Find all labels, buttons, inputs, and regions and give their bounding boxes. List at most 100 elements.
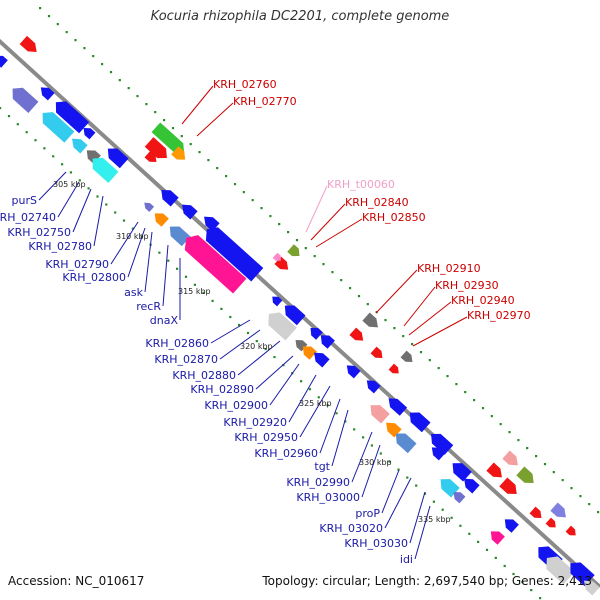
grid-dot	[202, 291, 205, 294]
grid-dot	[326, 404, 329, 407]
grid-dot	[163, 119, 166, 122]
accession-text: Accession: NC_010617	[8, 574, 145, 588]
reverse-gene-label: KRH_02860	[145, 337, 209, 350]
leader-line	[409, 491, 426, 544]
grid-dot	[579, 495, 582, 498]
grid-dot	[47, 15, 51, 18]
reverse-gene-arrow	[0, 55, 8, 68]
grid-dot	[561, 479, 564, 482]
grid-dot	[225, 175, 228, 178]
reverse-gene-arrow	[452, 463, 472, 482]
forward-gene-arrow	[19, 35, 37, 53]
grid-dot	[96, 195, 99, 198]
grid-dot	[419, 351, 423, 354]
grid-dot	[180, 135, 183, 138]
grid-dot	[278, 223, 281, 226]
grid-dot	[388, 460, 391, 463]
label-leader-lines	[38, 85, 468, 560]
grid-dot	[16, 123, 19, 126]
leader-line	[57, 181, 80, 218]
grid-dot	[304, 247, 307, 250]
grid-dot	[539, 597, 542, 600]
reverse-gene-arrow	[431, 433, 454, 455]
forward-gene-label: KRH_02770	[233, 95, 297, 108]
leader-line	[299, 385, 331, 438]
grid-dot	[56, 23, 59, 26]
grid-dot	[260, 207, 263, 210]
grid-dot	[43, 147, 46, 150]
grid-dot	[220, 307, 223, 310]
grid-dot	[39, 7, 42, 10]
grid-dot	[300, 380, 303, 383]
grid-dot	[543, 463, 547, 466]
grid-dot	[370, 444, 373, 447]
reverse-gene-label: recR	[136, 300, 161, 313]
forward-gene-arrow	[388, 363, 399, 374]
forward-gene-label: KRH_02840	[345, 196, 409, 209]
grid-dot	[295, 239, 299, 242]
reverse-gene-arrow	[320, 335, 335, 349]
reverse-gene-arrow	[570, 562, 595, 587]
reverse-gene-arrow	[83, 127, 96, 140]
forward-gene-arrow	[550, 502, 566, 518]
gene-features	[0, 35, 600, 596]
leader-line	[110, 221, 139, 265]
grid-dot	[238, 323, 241, 327]
reverse-gene-arrow	[490, 531, 505, 545]
reverse-gene-label: KRH_02780	[28, 240, 92, 253]
grid-dot	[331, 271, 334, 274]
grid-dot	[313, 255, 316, 258]
grid-dot	[198, 151, 201, 154]
leader-line	[196, 102, 234, 137]
reverse-gene-arrow	[295, 339, 308, 352]
grid-dot	[597, 511, 600, 514]
grid-dot	[521, 580, 524, 584]
grid-dot	[473, 399, 476, 402]
reverse-gene-label: KRH_02920	[223, 416, 287, 429]
grid-dot	[193, 283, 196, 286]
reverse-gene-label: KRH_02900	[204, 399, 268, 412]
reverse-gene-arrow	[386, 422, 402, 438]
reverse-gene-arrow	[584, 580, 600, 596]
grid-dot	[154, 111, 157, 114]
reverse-gene-arrow	[144, 202, 155, 212]
leader-line	[219, 329, 261, 360]
reverse-gene-label: KRH_02880	[172, 369, 236, 382]
grid-dot	[211, 299, 214, 302]
grid-dot	[499, 423, 502, 426]
scale-label: 305 kbp	[53, 180, 86, 189]
reverse-gene-arrow	[302, 346, 317, 360]
genome-summary-text: Topology: circular; Length: 2,697,540 bp…	[262, 574, 592, 588]
forward-gene-label: KRH_02910	[417, 262, 481, 275]
forward-gene-arrow	[565, 525, 576, 536]
grid-dot	[101, 63, 104, 66]
grid-dot	[357, 295, 361, 298]
grid-dot	[512, 572, 515, 576]
grid-dot	[384, 319, 387, 322]
grid-dot	[485, 548, 489, 551]
grid-dot	[118, 79, 121, 82]
reverse-gene-label: KRH_02750	[7, 226, 71, 239]
scale-label: 330 kbp	[359, 458, 392, 467]
scale-label: 335 kbp	[418, 515, 451, 524]
grid-dot	[131, 227, 134, 230]
reverse-gene-arrow	[464, 478, 480, 494]
grid-dot	[517, 439, 520, 442]
forward-gene-arrow	[151, 122, 185, 153]
reverse-gene-arrow	[546, 556, 575, 585]
grid-dot	[145, 103, 148, 106]
reverse-gene-arrow	[310, 327, 323, 340]
grid-dot	[437, 367, 440, 370]
leader-line	[351, 431, 373, 483]
forward-gene-arrow	[529, 506, 542, 519]
grid-dot	[69, 171, 72, 174]
grid-dot	[136, 95, 139, 98]
leader-line	[412, 316, 468, 347]
forward-gene-arrow	[502, 450, 518, 466]
reverse-gene-label: KRH_02960	[254, 447, 318, 460]
grid-dot	[402, 335, 405, 338]
grid-dot	[494, 556, 497, 559]
forward-gene-arrow	[516, 466, 534, 484]
